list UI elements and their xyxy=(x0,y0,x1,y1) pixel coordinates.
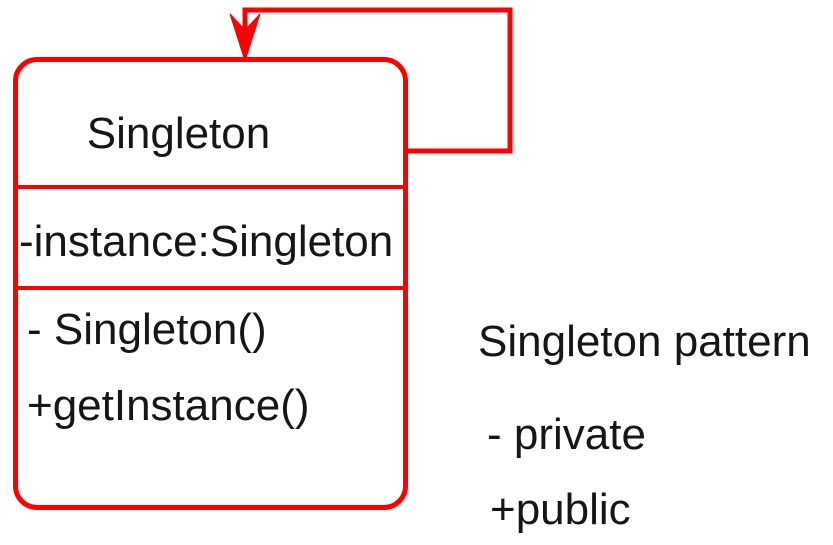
arrowhead-icon xyxy=(229,13,261,63)
class-attributes-compartment: -instance:Singleton xyxy=(18,185,403,286)
class-name: Singleton xyxy=(86,108,271,158)
class-name-compartment: Singleton xyxy=(18,62,403,185)
legend-item-private: - private xyxy=(487,410,646,459)
legend-title: Singleton pattern xyxy=(478,317,811,366)
method-getinstance: +getInstance() xyxy=(27,381,310,430)
singleton-class-box: Singleton -instance:Singleton - Singleto… xyxy=(13,57,408,510)
class-methods-compartment: - Singleton() +getInstance() xyxy=(18,286,403,505)
self-reference-arrow-line xyxy=(242,7,513,154)
method-constructor: - Singleton() xyxy=(27,305,267,354)
legend-item-public: +public xyxy=(490,485,631,534)
attribute-instance: -instance:Singleton xyxy=(19,216,394,266)
